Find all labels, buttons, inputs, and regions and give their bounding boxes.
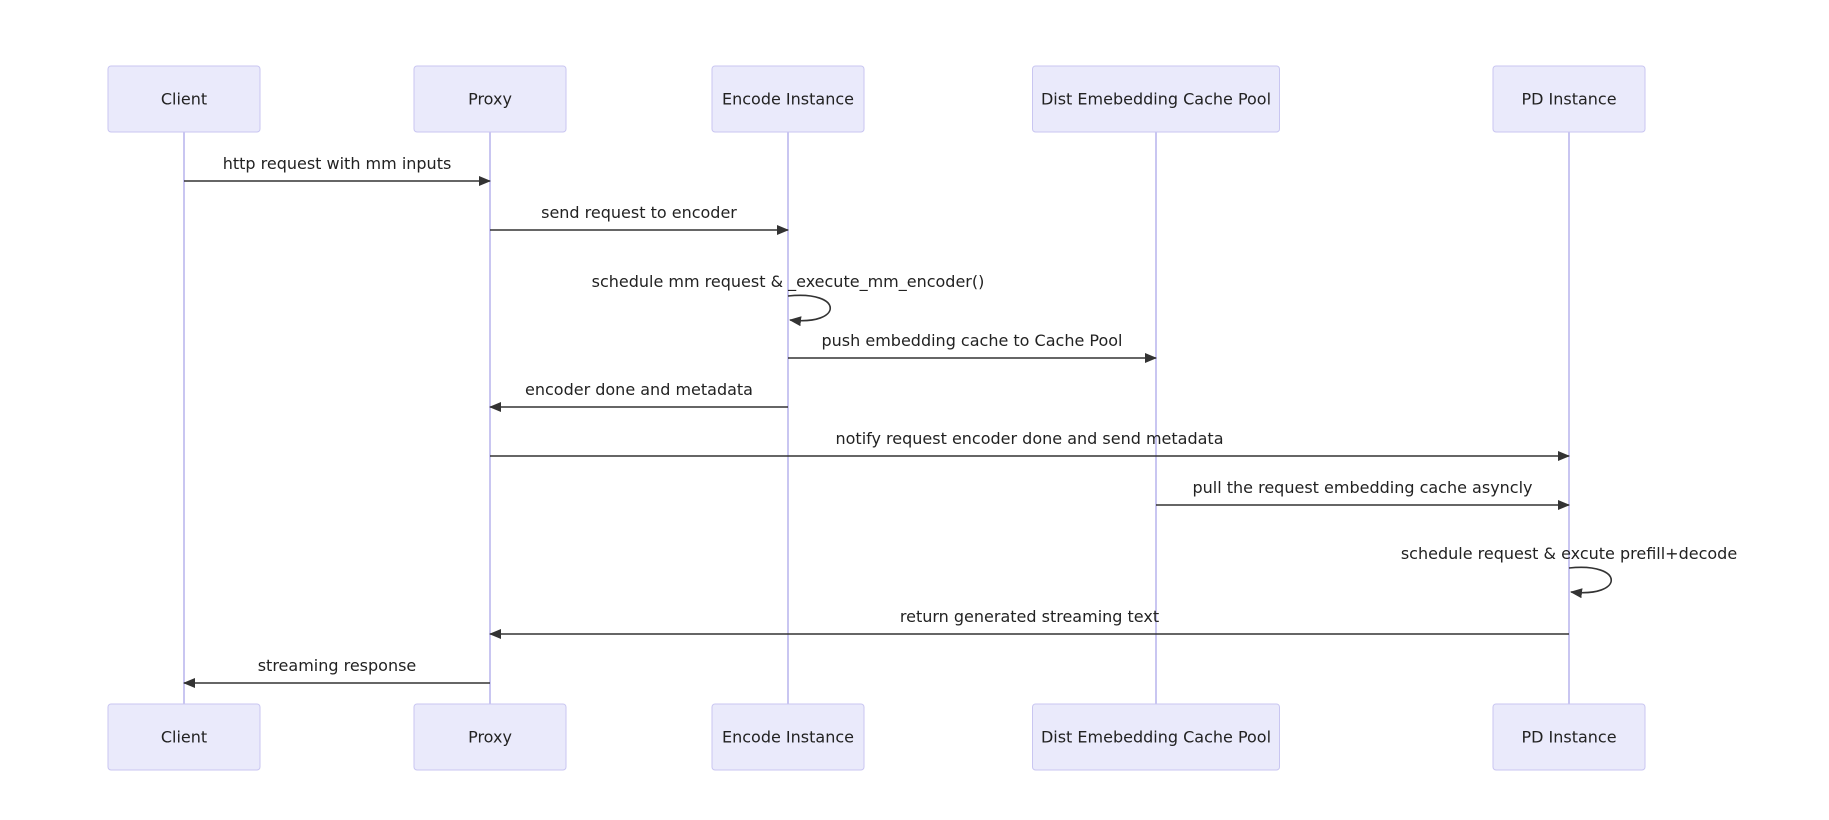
actor-box (711, 703, 865, 771)
actor-label: Client (161, 90, 207, 109)
message-label: http request with mm inputs (223, 154, 452, 173)
actor-box (1492, 65, 1646, 133)
actor-pool-bottom: Dist Emebedding Cache Pool (1032, 703, 1280, 771)
message-label: schedule mm request & _execute_mm_encode… (592, 272, 985, 292)
actor-box (1492, 703, 1646, 771)
actor-label: PD Instance (1521, 90, 1616, 109)
message-3: schedule mm request & _execute_mm_encode… (592, 272, 985, 327)
self-message-arrow (787, 294, 831, 327)
actor-label: Dist Emebedding Cache Pool (1041, 90, 1271, 109)
message-8: schedule request & excute prefill+decode (1401, 544, 1737, 599)
message-4: push embedding cache to Cache Pool (788, 331, 1157, 363)
message-label: send request to encoder (541, 203, 737, 222)
actor-encode-top: Encode Instance (711, 65, 865, 133)
message-label: return generated streaming text (900, 607, 1159, 626)
actor-label: Encode Instance (722, 728, 854, 747)
message-label: pull the request embedding cache asyncly (1192, 478, 1532, 497)
message-7: pull the request embedding cache asyncly (1156, 478, 1570, 510)
actor-pool-top: Dist Emebedding Cache Pool (1032, 65, 1280, 133)
actor-box (413, 65, 567, 133)
message-label: encoder done and metadata (525, 380, 753, 399)
message-1: http request with mm inputs (184, 154, 491, 186)
actor-label: Proxy (468, 728, 512, 747)
message-2: send request to encoder (490, 203, 789, 235)
actor-box (1032, 65, 1280, 133)
message-5: encoder done and metadata (489, 380, 788, 412)
actor-label: Client (161, 728, 207, 747)
actors-top: Client Proxy Encode Instance Dist Emebeddin… (107, 65, 1646, 133)
message-label: schedule request & excute prefill+decode (1401, 544, 1737, 563)
message-label: streaming response (258, 656, 417, 675)
actor-proxy-bottom: Proxy (413, 703, 567, 771)
message-9: return generated streaming text (489, 607, 1569, 639)
actor-box (1032, 703, 1280, 771)
actor-proxy-top: Proxy (413, 65, 567, 133)
actor-client-bottom: Client (107, 703, 261, 771)
actor-label: Dist Emebedding Cache Pool (1041, 728, 1271, 747)
actor-pd-top: PD Instance (1492, 65, 1646, 133)
actor-box (107, 703, 261, 771)
actors-bottom: Client Proxy Encode Instance Dist Emebeddin… (107, 703, 1646, 771)
actor-label: Proxy (468, 90, 512, 109)
actor-box (711, 65, 865, 133)
messages: http request with mm inputs send request … (183, 154, 1737, 688)
message-6: notify request encoder done and send met… (490, 429, 1570, 461)
message-10: streaming response (183, 656, 490, 688)
message-label: push embedding cache to Cache Pool (822, 331, 1123, 350)
actor-label: Encode Instance (722, 90, 854, 109)
actor-encode-bottom: Encode Instance (711, 703, 865, 771)
actor-client-top: Client (107, 65, 261, 133)
actor-box (107, 65, 261, 133)
actor-pd-bottom: PD Instance (1492, 703, 1646, 771)
lifelines (183, 132, 1570, 704)
actor-label: PD Instance (1521, 728, 1616, 747)
self-message-arrow (1568, 566, 1612, 599)
message-label: notify request encoder done and send met… (835, 429, 1223, 448)
actor-box (413, 703, 567, 771)
